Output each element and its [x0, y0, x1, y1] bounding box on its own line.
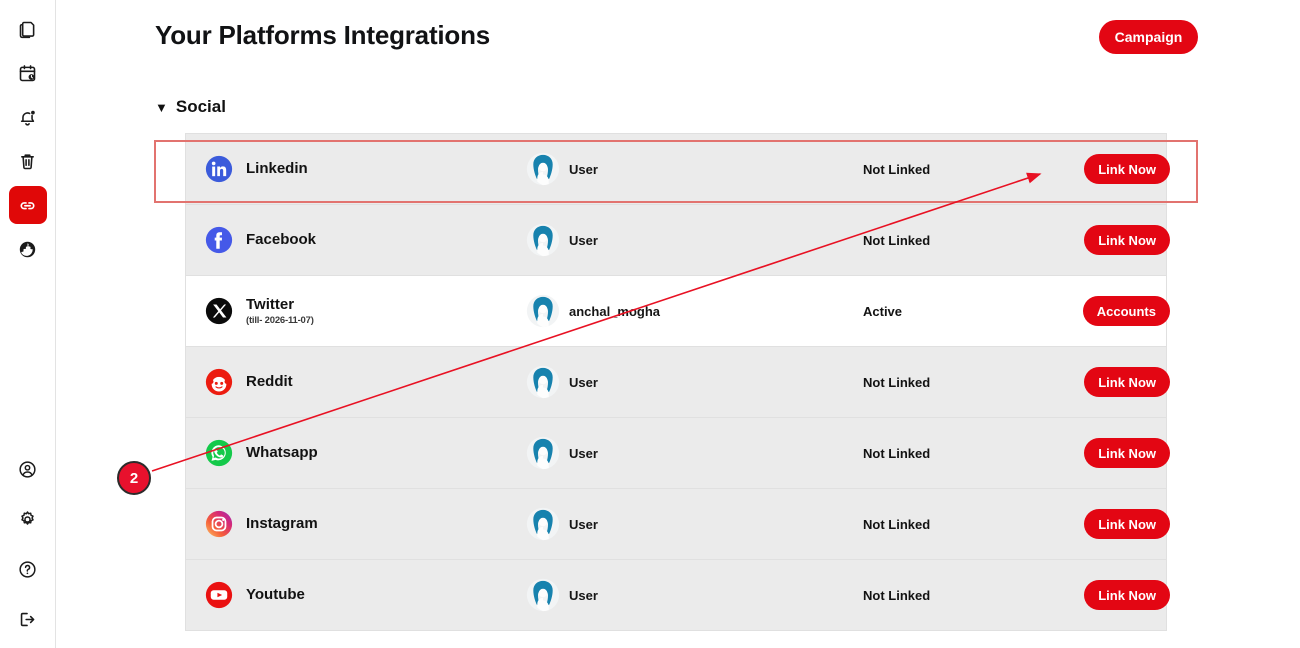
platform-text: Facebook — [246, 231, 316, 248]
platform-text: Twitter (till- 2026-11-07) — [246, 296, 314, 326]
table-row: Twitter (till- 2026-11-07) anchal_mogha … — [186, 276, 1170, 347]
platform-text: Whatsapp — [246, 444, 318, 461]
left-sidebar — [0, 0, 56, 648]
row-action-button[interactable]: Link Now — [1084, 509, 1170, 539]
help-icon[interactable] — [9, 550, 47, 588]
platform-name: Linkedin — [246, 160, 308, 178]
platform-name: Reddit — [246, 373, 293, 391]
user-name: anchal_mogha — [569, 303, 661, 319]
platform-cell: Linkedin — [186, 155, 526, 183]
platform-cell: Instagram — [186, 510, 526, 538]
row-action-button[interactable]: Accounts — [1082, 296, 1170, 326]
avatar — [526, 294, 560, 328]
avatar — [526, 223, 560, 257]
avatar — [526, 578, 560, 612]
sidebar-bottom-group — [9, 450, 47, 638]
globe-icon[interactable] — [9, 230, 47, 268]
platform-expiry: (till- 2026-11-07) — [246, 315, 314, 327]
platform-cell: Reddit — [186, 368, 526, 396]
status-badge: Not Linked — [863, 445, 931, 461]
avatar — [526, 152, 560, 186]
youtube-icon — [205, 581, 233, 609]
status-badge: Not Linked — [863, 516, 931, 532]
user-cell: User — [526, 365, 863, 399]
user-name: User — [569, 445, 598, 461]
platform-text: Instagram — [246, 515, 318, 532]
gear-icon[interactable] — [9, 500, 47, 538]
chevron-down-icon[interactable]: ▼ — [155, 99, 168, 115]
platform-name: Instagram — [246, 515, 318, 533]
platform-name: Youtube — [246, 586, 305, 604]
action-cell: Accounts — [1075, 296, 1188, 326]
main-content: Your Platforms Integrations Campaign ▼ S… — [56, 0, 1300, 648]
platform-cell: Whatsapp — [186, 439, 526, 467]
avatar — [526, 436, 560, 470]
user-name: User — [569, 232, 598, 248]
action-cell: Link Now — [1075, 509, 1188, 539]
user-cell: User — [526, 152, 863, 186]
table-row: Instagram User Not Linked Link Now — [186, 489, 1170, 560]
platform-text: Reddit — [246, 373, 293, 390]
platform-cell: Twitter (till- 2026-11-07) — [186, 296, 526, 326]
link-icon[interactable] — [8, 186, 47, 224]
action-cell: Link Now — [1075, 154, 1188, 184]
twitter-x-icon — [205, 297, 233, 325]
user-cell: User — [526, 223, 863, 257]
action-cell: Link Now — [1075, 225, 1188, 255]
row-action-button[interactable]: Link Now — [1084, 154, 1170, 184]
status-badge: Not Linked — [863, 374, 931, 390]
action-cell: Link Now — [1075, 367, 1188, 397]
row-action-button[interactable]: Link Now — [1084, 438, 1170, 468]
campaign-button[interactable]: Campaign — [1099, 20, 1198, 54]
trash-icon[interactable] — [9, 142, 47, 180]
page-title: Your Platforms Integrations — [155, 20, 491, 50]
table-row: Facebook User Not Linked Link Now — [186, 205, 1170, 276]
platform-name: Facebook — [246, 231, 317, 249]
row-action-button[interactable]: Link Now — [1084, 367, 1170, 397]
user-name: User — [569, 374, 598, 390]
user-name: User — [569, 161, 598, 177]
platform-name: Twitter — [246, 295, 295, 313]
avatar — [526, 507, 560, 541]
platform-text: Linkedin — [246, 160, 308, 177]
user-name: User — [569, 516, 598, 532]
status-badge: Not Linked — [863, 232, 931, 248]
whatsapp-icon — [205, 439, 233, 467]
platform-name: Whatsapp — [246, 444, 318, 462]
user-name: User — [569, 587, 598, 603]
table-row: Whatsapp User Not Linked Link Now — [186, 418, 1170, 489]
reddit-icon — [205, 368, 233, 396]
user-cell: User — [526, 436, 863, 470]
linkedin-icon — [205, 155, 233, 183]
platform-cell: Facebook — [186, 226, 526, 254]
row-action-button[interactable]: Link Now — [1084, 225, 1170, 255]
action-cell: Link Now — [1075, 438, 1188, 468]
status-badge: Active — [863, 303, 903, 319]
documents-icon[interactable] — [9, 10, 47, 48]
platform-text: Youtube — [246, 586, 305, 603]
instagram-icon — [205, 510, 233, 538]
calendar-clock-icon[interactable] — [9, 54, 47, 92]
platform-cell: Youtube — [186, 581, 526, 609]
bell-alert-icon[interactable] — [9, 98, 47, 136]
status-badge: Not Linked — [863, 587, 931, 603]
section-title: Social — [175, 97, 226, 116]
user-cell: User — [526, 578, 863, 612]
status-badge: Not Linked — [863, 161, 931, 177]
row-action-button[interactable]: Link Now — [1084, 580, 1170, 610]
avatar — [526, 365, 560, 399]
account-icon[interactable] — [9, 450, 47, 488]
action-cell: Link Now — [1075, 580, 1188, 610]
table-row: Youtube User Not Linked Link Now — [186, 560, 1170, 631]
section-header-social[interactable]: ▼ Social — [155, 97, 226, 117]
user-cell: anchal_mogha — [526, 294, 863, 328]
logout-icon[interactable] — [9, 600, 47, 638]
user-cell: User — [526, 507, 863, 541]
integrations-table: Linkedin User Not Linked Link Now Facebo… — [185, 133, 1170, 631]
table-row: Reddit User Not Linked Link Now — [186, 347, 1170, 418]
sidebar-top-group — [8, 10, 47, 268]
table-row: Linkedin User Not Linked Link Now — [186, 134, 1170, 205]
facebook-icon — [205, 226, 233, 254]
